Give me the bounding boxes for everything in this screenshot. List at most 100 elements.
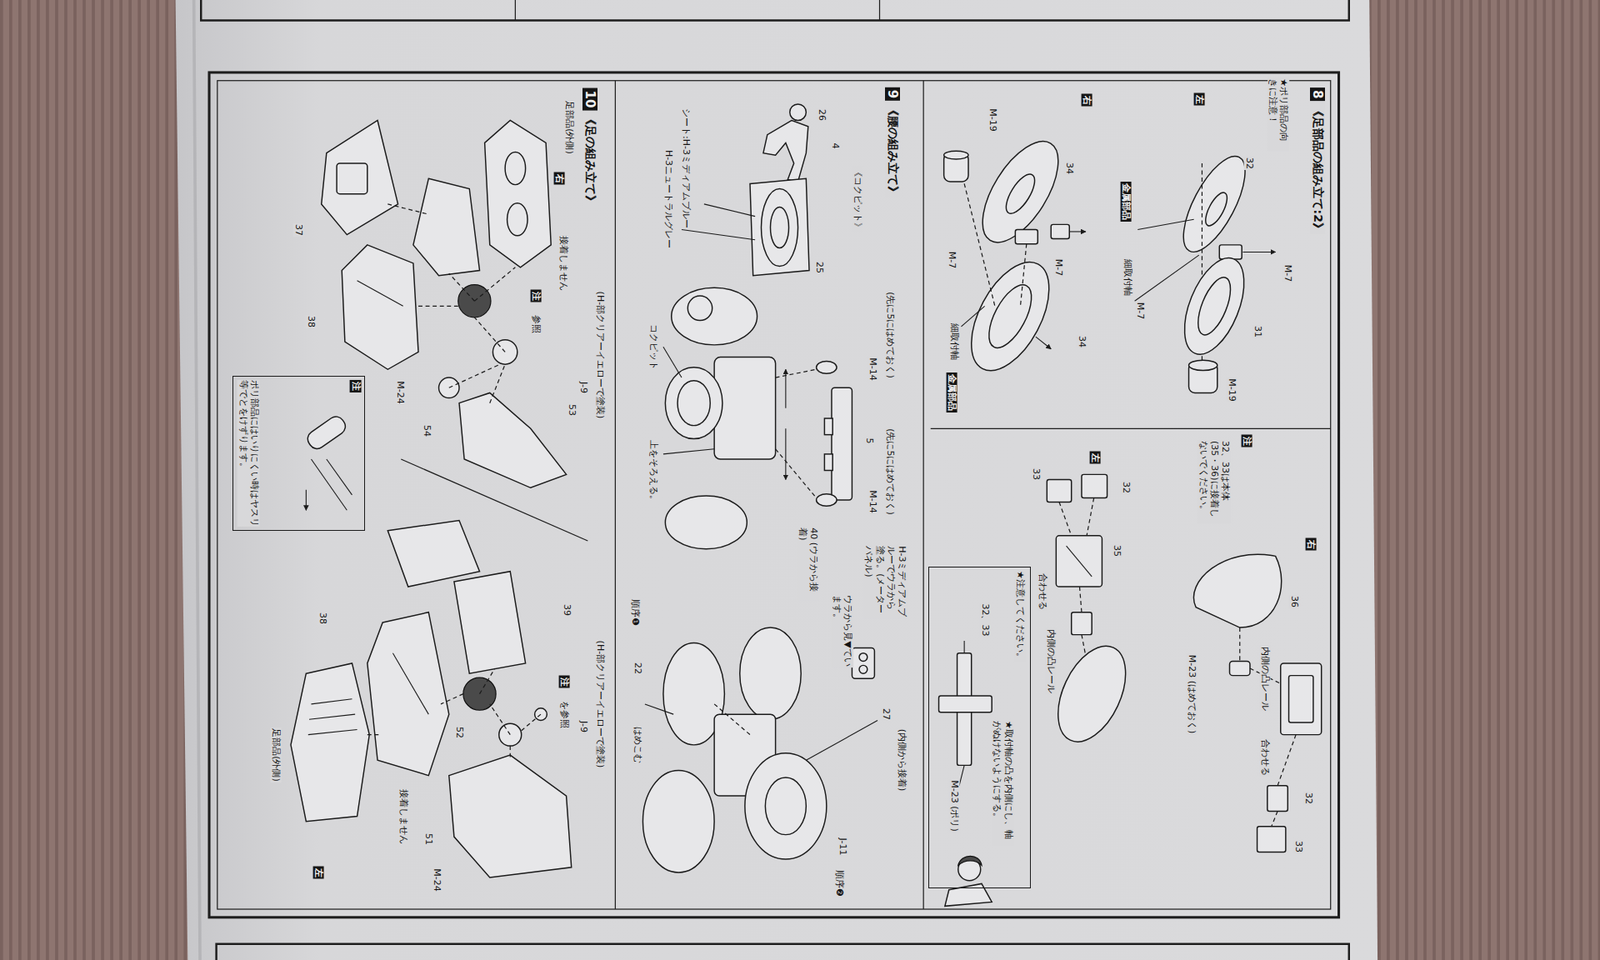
part-label: 32、33 <box>979 603 990 638</box>
step-title: 8 《足部品の組み立て:2》 <box>1310 87 1325 235</box>
leg-right-assembly <box>336 163 368 195</box>
part-label: M-14 <box>866 357 878 382</box>
leg-left-assembly <box>510 745 511 757</box>
leg-left-assembly <box>310 699 352 705</box>
body-assembly <box>645 704 674 715</box>
waist-assembly <box>671 287 758 345</box>
part-label: 31 <box>1251 325 1263 339</box>
leg-parts-left <box>1135 147 1276 393</box>
leg-right-assembly <box>357 280 404 307</box>
leg-left-assembly <box>480 668 495 695</box>
part-label: 足部品(外側) <box>564 100 575 155</box>
leg-left-assembly <box>490 704 510 735</box>
waist-assembly <box>785 428 786 480</box>
cockpit-plate <box>760 189 798 267</box>
part-label: M-19 <box>1225 377 1237 402</box>
part-label: 接着しません <box>397 788 409 845</box>
leg-left-assembly <box>387 520 480 587</box>
waist-assembly <box>663 449 715 455</box>
leg-joint-right <box>1257 826 1286 853</box>
leg-parts-right <box>944 129 1086 383</box>
step-heading: 《足部品の組み立て:2》 <box>1310 105 1325 235</box>
waist-assembly <box>816 494 837 507</box>
leg-joint-right <box>1193 554 1321 852</box>
part-label: 上をそろえる。 <box>647 438 659 505</box>
leg-parts-right <box>944 150 969 160</box>
pin-detail <box>939 640 993 786</box>
leg-joint-right <box>1230 660 1250 675</box>
mascot-girl <box>945 855 992 906</box>
leg-right-assembly <box>387 204 429 215</box>
leg-right-assembly <box>321 120 567 488</box>
note-text: ポリ部品にはいりにくい時はヤスリ等でとをけずります。 <box>236 380 260 527</box>
body-assembly <box>714 704 750 735</box>
part-label: 51 <box>423 832 435 846</box>
step-panel: 10《足の組み立て》注ポリ部品にはいりにくい時はヤスリ等でとをけずります。 <box>217 80 616 910</box>
waist-assembly <box>816 360 837 374</box>
waist-assembly <box>824 418 833 435</box>
leg-parts-left <box>1171 147 1258 260</box>
page-edges <box>194 0 1350 960</box>
step-heading: 《腰の組み立て》 <box>885 105 900 199</box>
leg-parts-right <box>955 250 1065 384</box>
waist-assembly <box>824 454 833 471</box>
part-label: コクピット <box>647 323 659 371</box>
part-label: 順序❷ <box>833 869 845 898</box>
leg-right-assembly <box>459 392 567 488</box>
part-label: 25 <box>814 260 825 275</box>
leg-parts-left <box>1189 360 1218 370</box>
pilot-figure <box>763 120 809 181</box>
leg-joint-right <box>1289 675 1314 723</box>
step-heading: 《足の組み立て》 <box>582 113 598 207</box>
leg-joint-left <box>1080 586 1082 613</box>
part-label: 53 <box>565 403 577 417</box>
page-edges <box>200 0 1350 20</box>
part-label: 順序❶ <box>629 598 640 627</box>
leg-parts-right <box>1020 244 1026 307</box>
body-assembly <box>740 627 801 720</box>
part-label: 34 <box>1064 161 1075 175</box>
leg-joint-left <box>1046 480 1071 503</box>
part-label: 32 <box>1243 156 1255 170</box>
part-label: シート:H-3ミディアムブルー <box>680 107 691 230</box>
part-label: 《コクピット》 <box>851 165 863 232</box>
body-assembly <box>745 753 827 860</box>
note-text-block: 注ポリ部品にはいりにくい時はヤスリ等でとをけずります。 <box>236 380 361 527</box>
part-label: 34 <box>1075 335 1087 349</box>
step-number: 8 <box>1310 87 1325 101</box>
badge-label: 注 <box>559 675 570 688</box>
badge-label: 右 <box>553 172 565 185</box>
leg-left-assembly <box>449 755 572 878</box>
leg-parts-left <box>1135 255 1200 301</box>
leg-parts-left <box>1172 250 1256 364</box>
waist-assembly <box>831 387 852 500</box>
mascot-girl <box>958 855 982 865</box>
step-number: 10 <box>582 87 598 110</box>
leg-joint-left <box>1044 474 1140 752</box>
leg-right-assembly <box>490 364 505 404</box>
pin-detail <box>939 695 993 713</box>
leg-left-assembly <box>454 571 526 674</box>
part-label: 33 <box>1030 467 1041 481</box>
leg-joint-right <box>1239 627 1240 661</box>
poly-tip-detail <box>310 459 347 510</box>
part-label: 32、33は本体(35・36)に接着しないでください。 <box>1197 440 1231 524</box>
part-label: M-7 <box>1282 264 1294 283</box>
frame <box>923 80 925 910</box>
part-label: M-7 <box>1052 258 1064 277</box>
leg-joint-left <box>1055 535 1102 587</box>
part-label: 足部品(外側) <box>270 727 281 783</box>
leg-left-assembly <box>392 653 429 715</box>
note-text: ★注意してください。 <box>1015 570 1027 662</box>
badge-label: 左 <box>1193 92 1205 105</box>
paper-sheet <box>175 0 1378 960</box>
badge-label: 左 <box>312 865 324 879</box>
part-label: 合わせる <box>1260 738 1271 777</box>
part-label: 37 <box>292 223 304 237</box>
leg-joint-left <box>1044 635 1140 753</box>
part-label: 5 <box>864 436 875 445</box>
badge-label: 注 <box>530 290 541 303</box>
waist-assembly <box>663 287 853 549</box>
part-label: 38 <box>316 611 328 625</box>
